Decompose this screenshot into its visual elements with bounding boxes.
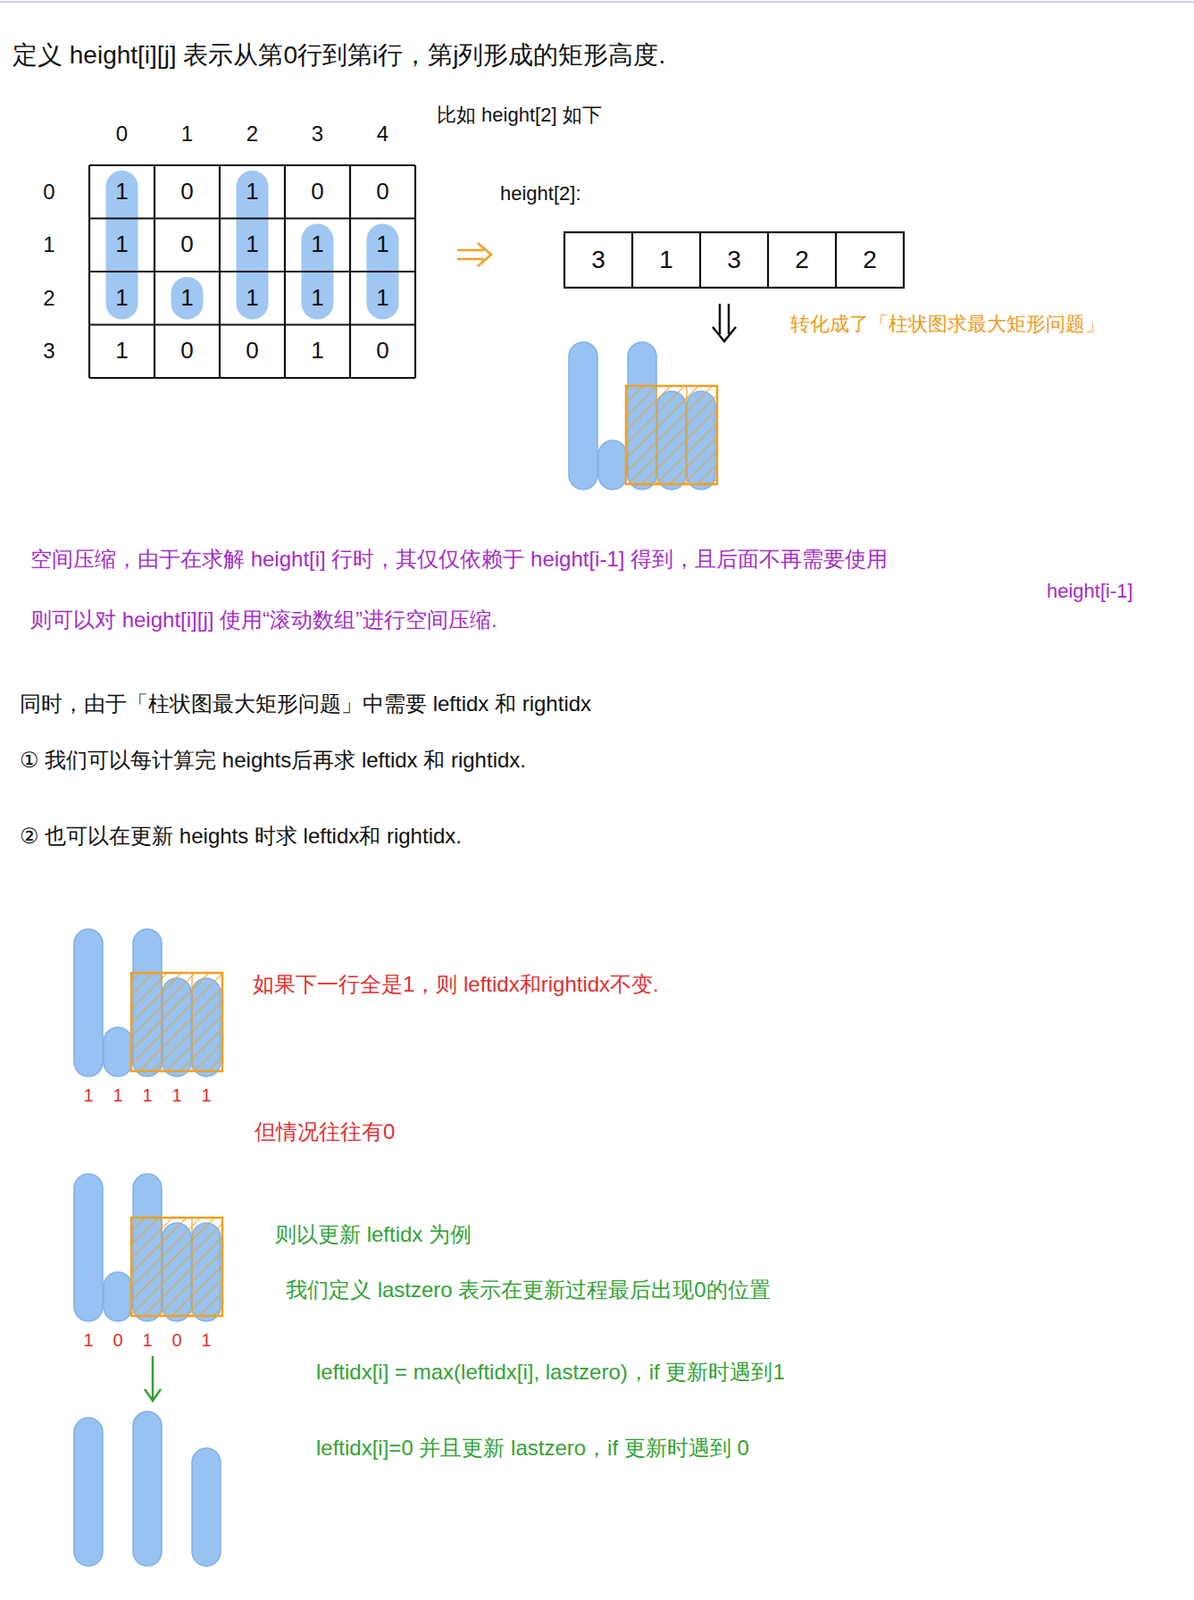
frame-line (0, 0, 1194, 3)
array-label: height[2]: (500, 182, 582, 206)
down-arrow (144, 1355, 161, 1401)
matrix-cell: 1 (245, 283, 259, 312)
matrix-cell: 1 (310, 231, 324, 259)
compression-note: 则可以对 height[i][j] 使用“滚动数组”进行空间压缩. (30, 607, 498, 634)
row-value: 1 (141, 1084, 152, 1106)
column-index: 2 (246, 121, 259, 148)
requirement-note: 同时，由于「柱状图最大矩形问题」中需要 leftidx 和 rightidx (19, 691, 592, 718)
column-index: 0 (116, 121, 128, 148)
array-cell: 2 (794, 244, 810, 276)
row-value: 1 (171, 1084, 182, 1106)
matrix-grid (89, 165, 416, 378)
case-note: 但情况往往有0 (254, 1118, 395, 1145)
histogram (74, 928, 223, 1077)
compression-note: 空间压缩，由于在求解 height[i] 行时，其仅仅依赖于 height[i-… (30, 546, 888, 573)
array-box (564, 232, 904, 288)
conversion-note: 转化成了「柱状图求最大矩形问题」 (790, 312, 1105, 336)
case-note: 如果下一行全是1，则 leftidx和rightidx不变. (252, 971, 660, 998)
compression-note: height[i-1] (1046, 579, 1134, 603)
matrix-cell: 1 (115, 231, 128, 259)
column-highlight (171, 276, 204, 320)
method-note: 我们定义 lastzero 表示在更新过程最后出现0的位置 (285, 1277, 771, 1303)
matrix-cell: 1 (115, 283, 128, 312)
method-note: 则以更新 leftidx 为例 (275, 1221, 472, 1248)
matrix-cell: 0 (310, 177, 324, 206)
matrix-cell: 1 (115, 177, 128, 206)
matrix-cell: 1 (310, 337, 324, 366)
matrix-cell: 1 (375, 231, 389, 259)
column-highlight (236, 170, 269, 320)
example-note: 比如 height[2] 如下 (436, 103, 602, 127)
matrix-cell: 0 (375, 337, 389, 366)
array-cell: 1 (659, 244, 674, 276)
row-value: 0 (171, 1328, 182, 1351)
row-index: 0 (42, 178, 55, 205)
matrix-cell: 0 (180, 337, 193, 366)
column-index: 4 (376, 121, 389, 148)
column-index: 1 (181, 121, 193, 148)
matrix-cell: 0 (375, 177, 389, 206)
matrix-cell: 1 (375, 283, 389, 312)
implies-arrow (457, 242, 492, 267)
row-value: 0 (112, 1328, 123, 1351)
row-index: 1 (42, 232, 55, 259)
down-double-arrow (712, 303, 736, 342)
matrix-cell: 0 (245, 337, 259, 366)
row-value: 1 (200, 1328, 211, 1351)
matrix-cell: 0 (180, 231, 193, 259)
row-value: 1 (112, 1084, 123, 1106)
matrix-cell: 0 (180, 177, 193, 206)
formula-text: leftidx[i]=0 并且更新 lastzero，if 更新时遇到 0 (316, 1435, 750, 1462)
matrix-cell: 1 (180, 283, 193, 312)
matrix-cell: 1 (115, 337, 128, 366)
row-value: 1 (200, 1084, 211, 1106)
array-cell: 3 (591, 244, 606, 276)
histogram (568, 342, 718, 490)
option-note: ② 也可以在更新 heights 时求 leftidx和 rightidx. (19, 823, 462, 850)
option-note: ① 我们可以每计算完 heights后再求 leftidx 和 rightidx… (19, 747, 527, 774)
column-index: 3 (311, 121, 324, 148)
array-cell: 3 (726, 244, 742, 276)
array-cell: 2 (862, 244, 877, 276)
matrix-cell: 1 (310, 283, 324, 312)
matrix-cell: 1 (245, 231, 259, 259)
row-index: 3 (42, 338, 55, 365)
formula-text: leftidx[i] = max(leftidx[i], lastzero)，i… (316, 1359, 785, 1386)
row-value: 1 (141, 1328, 152, 1351)
row-value: 1 (83, 1328, 93, 1351)
histogram (74, 1411, 221, 1566)
row-value: 1 (83, 1084, 93, 1106)
column-highlight (106, 170, 139, 320)
row-index: 2 (42, 284, 55, 311)
definition-text: 定义 height[i][j] 表示从第0行到第i行，第j列形成的矩形高度. (12, 40, 666, 71)
histogram (74, 1173, 223, 1321)
matrix-cell: 1 (245, 177, 259, 206)
